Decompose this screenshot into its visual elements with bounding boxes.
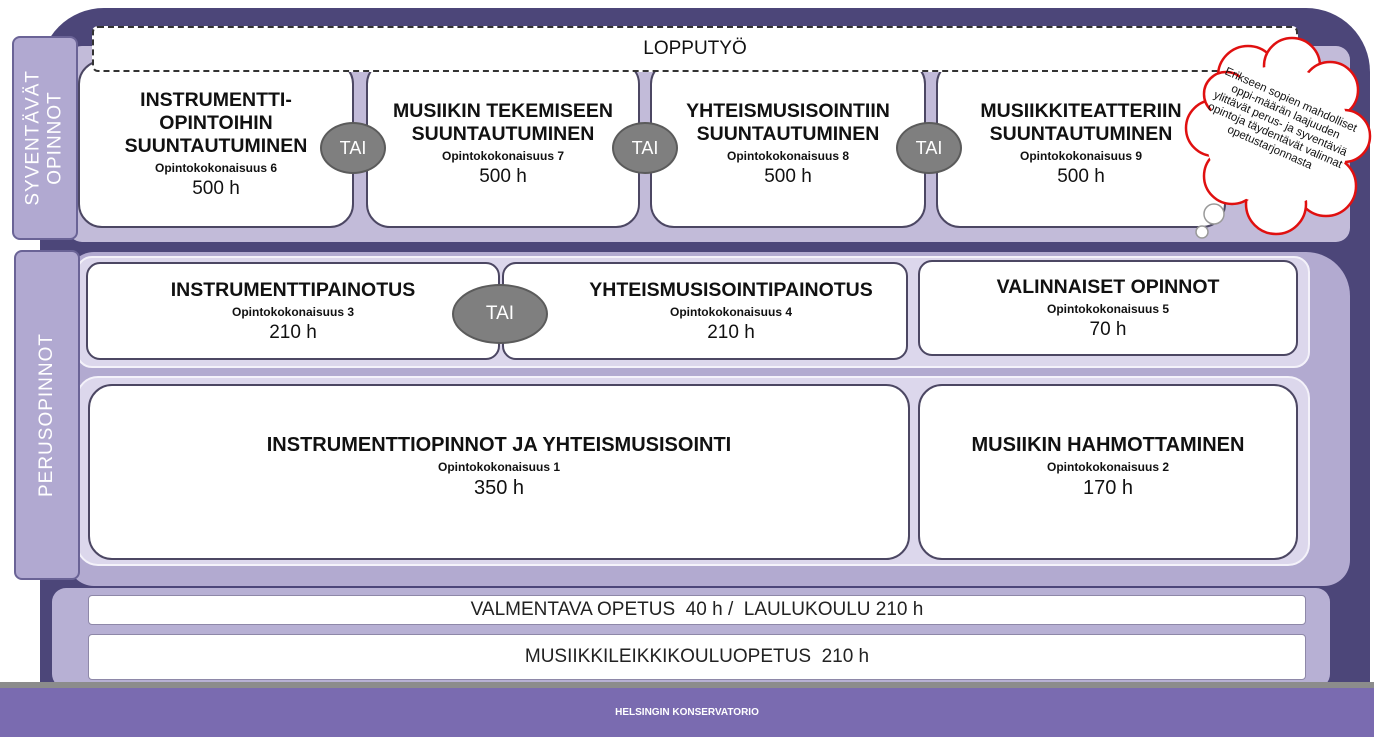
- side-label-basic-text: PERUSOPINNOT: [36, 332, 57, 498]
- cloud-note: Erikseen sopien mahdolliset oppi-määrän …: [1205, 65, 1359, 172]
- preparatory-bar-label: VALMENTAVA OPETUS 40 h / LAULUKOULU 210 …: [470, 599, 924, 620]
- module-title: INSTRUMENTTI- OPINTOIHIN SUUNTAUTUMINEN: [124, 88, 308, 157]
- advanced-module-music-theatre: MUSIIKKITEATTERIIN SUUNTAUTUMINEN Opinto…: [936, 60, 1226, 228]
- module-number: Opintokokonaisuus 1: [437, 460, 560, 474]
- module-hours: 170 h: [1082, 477, 1134, 499]
- module-number: Opintokokonaisuus 4: [669, 304, 792, 319]
- footer-label: HELSINGIN KONSERVATORIO: [615, 707, 759, 718]
- module-title: INSTRUMENTTIPAINOTUS: [170, 278, 416, 301]
- music-playschool-bar: MUSIIKKILEIKKIKOULUOPETUS 210 h: [88, 634, 1306, 680]
- module-number: Opintokokonaisuus 8: [726, 149, 849, 163]
- or-bubble: TAI: [320, 122, 386, 174]
- or-bubble: TAI: [896, 122, 962, 174]
- advanced-module-music-making: MUSIIKIN TEKEMISEEN SUUNTAUTUMINEN Opint…: [366, 60, 640, 228]
- module-number: Opintokokonaisuus 9: [1019, 149, 1142, 163]
- or-bubble: TAI: [452, 284, 548, 344]
- final-project-bar: LOPPUTYÖ: [92, 26, 1298, 72]
- module-number: Opintokokonaisuus 7: [441, 149, 564, 163]
- module-title: YHTEISMUSISOINTIIN SUUNTAUTUMINEN: [686, 100, 890, 145]
- module-title: YHTEISMUSISOINTIPAINOTUS: [589, 278, 873, 301]
- cloud-note-area: Erikseen sopien mahdolliset oppi-määrän …: [1200, 66, 1360, 198]
- module-hours: 500 h: [479, 166, 527, 187]
- basic-module-ensemble-emphasis: YHTEISMUSISOINTIPAINOTUS Opintokokonaisu…: [502, 262, 908, 360]
- music-playschool-label: MUSIIKKILEIKKIKOULUOPETUS 210 h: [524, 646, 870, 667]
- side-label-advanced-text: SYVENTÄVÄT OPINNOT: [23, 70, 66, 206]
- basic-module-electives: VALINNAISET OPINNOT Opintokokonaisuus 5 …: [918, 260, 1298, 356]
- side-label-advanced: SYVENTÄVÄT OPINNOT: [12, 36, 78, 240]
- final-project-label: LOPPUTYÖ: [643, 38, 747, 59]
- module-number: Opintokokonaisuus 2: [1046, 460, 1169, 474]
- module-title: MUSIIKIN TEKEMISEEN SUUNTAUTUMINEN: [393, 100, 613, 145]
- footer-divider: [0, 682, 1374, 688]
- module-title: MUSIIKKITEATTERIIN SUUNTAUTUMINEN: [980, 100, 1182, 145]
- module-hours: 210 h: [269, 321, 317, 343]
- module-title: VALINNAISET OPINNOT: [996, 275, 1220, 298]
- module-title: MUSIIKIN HAHMOTTAMINEN: [971, 434, 1245, 456]
- advanced-module-ensemble: YHTEISMUSISOINTIIN SUUNTAUTUMINEN Opinto…: [650, 60, 926, 228]
- module-hours: 500 h: [192, 177, 240, 199]
- module-number: Opintokokonaisuus 6: [154, 160, 277, 175]
- module-hours: 500 h: [1057, 166, 1105, 187]
- module-hours: 350 h: [473, 477, 525, 499]
- footer: HELSINGIN KONSERVATORIO: [0, 688, 1374, 737]
- advanced-module-instrument: INSTRUMENTTI- OPINTOIHIN SUUNTAUTUMINEN …: [78, 60, 354, 228]
- thought-cloud-icon: [1184, 36, 1372, 239]
- side-label-basic: PERUSOPINNOT: [14, 250, 80, 580]
- module-hours: 70 h: [1089, 318, 1127, 340]
- module-hours: 500 h: [764, 166, 812, 187]
- module-hours: 210 h: [707, 321, 755, 343]
- basic-module-instrument-and-ensemble: INSTRUMENTTIOPINNOT JA YHTEISMUSISOINTI …: [88, 384, 910, 560]
- basic-module-instrument-emphasis: INSTRUMENTTIPAINOTUS Opintokokonaisuus 3…: [86, 262, 500, 360]
- basic-module-music-perception: MUSIIKIN HAHMOTTAMINEN Opintokokonaisuus…: [918, 384, 1298, 560]
- module-number: Opintokokonaisuus 5: [1046, 301, 1169, 316]
- preparatory-bar: VALMENTAVA OPETUS 40 h / LAULUKOULU 210 …: [88, 595, 1306, 625]
- module-number: Opintokokonaisuus 3: [231, 304, 354, 319]
- module-title: INSTRUMENTTIOPINNOT JA YHTEISMUSISOINTI: [266, 434, 732, 456]
- or-bubble: TAI: [612, 122, 678, 174]
